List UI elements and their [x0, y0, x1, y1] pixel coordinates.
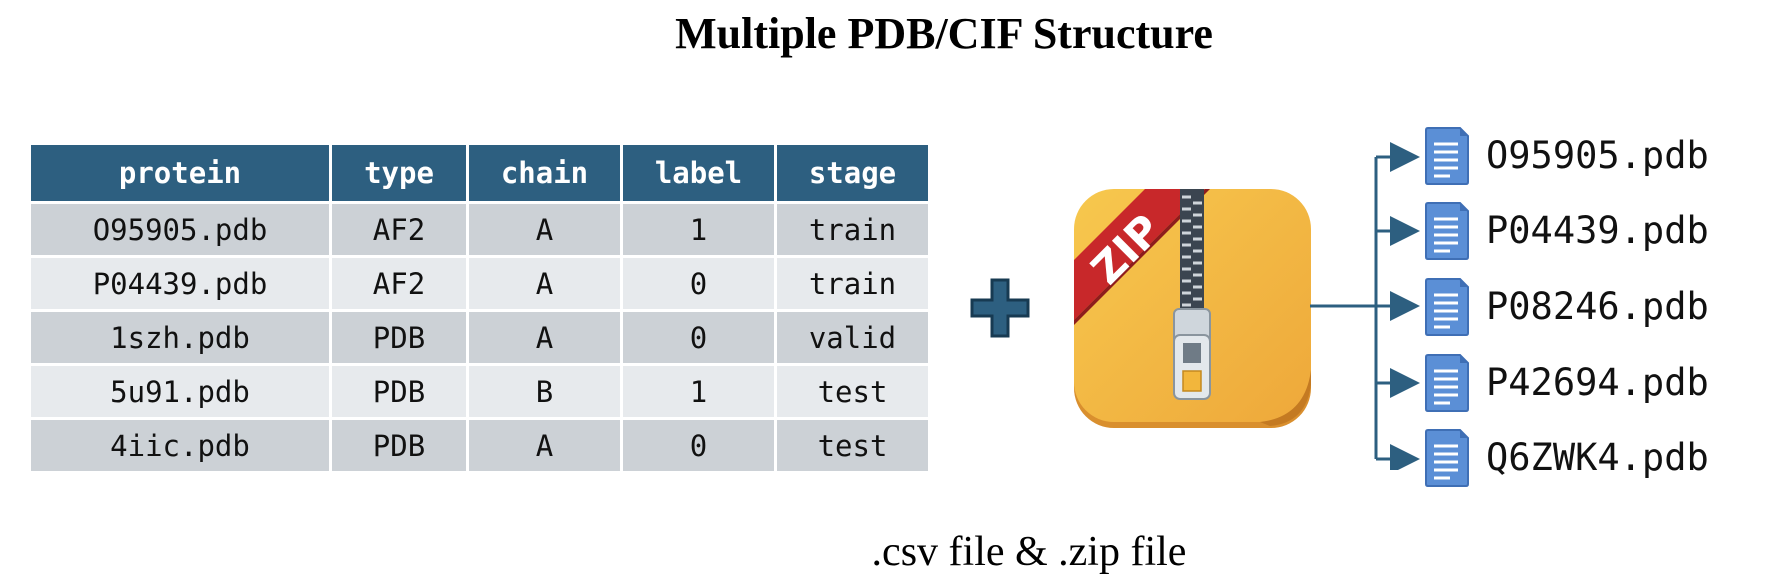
- document-icon: [1425, 127, 1469, 185]
- cell-chain: A: [469, 258, 620, 309]
- cell-chain: A: [469, 420, 620, 471]
- cell-label: 0: [623, 258, 774, 309]
- cell-type: AF2: [332, 204, 466, 255]
- file-name: P08246.pdb: [1486, 285, 1709, 328]
- table-row: 5u91.pdb PDB B 1 test: [31, 366, 928, 417]
- table-row: P04439.pdb AF2 A 0 train: [31, 258, 928, 309]
- cell-label: 1: [623, 366, 774, 417]
- diagram-caption: .csv file & .zip file: [871, 529, 1187, 575]
- cell-stage: valid: [777, 312, 928, 363]
- table-row: O95905.pdb AF2 A 1 train: [31, 204, 928, 255]
- table-row: 1szh.pdb PDB A 0 valid: [31, 312, 928, 363]
- header-chain: chain: [469, 145, 620, 201]
- cell-chain: B: [469, 366, 620, 417]
- cell-chain: A: [469, 204, 620, 255]
- table-header-row: protein type chain label stage: [31, 145, 928, 201]
- cell-label: 0: [623, 420, 774, 471]
- cell-stage: test: [777, 420, 928, 471]
- table-row: 4iic.pdb PDB A 0 test: [31, 420, 928, 471]
- cell-protein: 1szh.pdb: [31, 312, 329, 363]
- header-label: label: [623, 145, 774, 201]
- file-name: Q6ZWK4.pdb: [1486, 436, 1709, 479]
- file-name: P04439.pdb: [1486, 209, 1709, 252]
- file-tree-arrows: [1310, 142, 1420, 470]
- cell-protein: 5u91.pdb: [31, 366, 329, 417]
- header-protein: protein: [31, 145, 329, 201]
- header-type: type: [332, 145, 466, 201]
- cell-label: 0: [623, 312, 774, 363]
- document-icon: [1425, 354, 1469, 412]
- cell-type: PDB: [332, 366, 466, 417]
- document-icon: [1425, 429, 1469, 487]
- file-name: O95905.pdb: [1486, 134, 1709, 177]
- plus-icon: [970, 278, 1030, 338]
- cell-chain: A: [469, 312, 620, 363]
- document-icon: [1425, 278, 1469, 336]
- file-name: P42694.pdb: [1486, 361, 1709, 404]
- header-stage: stage: [777, 145, 928, 201]
- csv-table: protein type chain label stage O95905.pd…: [28, 142, 931, 474]
- cell-type: AF2: [332, 258, 466, 309]
- cell-stage: test: [777, 366, 928, 417]
- cell-type: PDB: [332, 420, 466, 471]
- document-icon: [1425, 202, 1469, 260]
- cell-label: 1: [623, 204, 774, 255]
- cell-type: PDB: [332, 312, 466, 363]
- diagram-title: Multiple PDB/CIF Structure: [675, 9, 1213, 58]
- cell-stage: train: [777, 258, 928, 309]
- cell-protein: O95905.pdb: [31, 204, 329, 255]
- cell-stage: train: [777, 204, 928, 255]
- cell-protein: 4iic.pdb: [31, 420, 329, 471]
- cell-protein: P04439.pdb: [31, 258, 329, 309]
- zip-archive-icon: ZIP: [1074, 189, 1311, 428]
